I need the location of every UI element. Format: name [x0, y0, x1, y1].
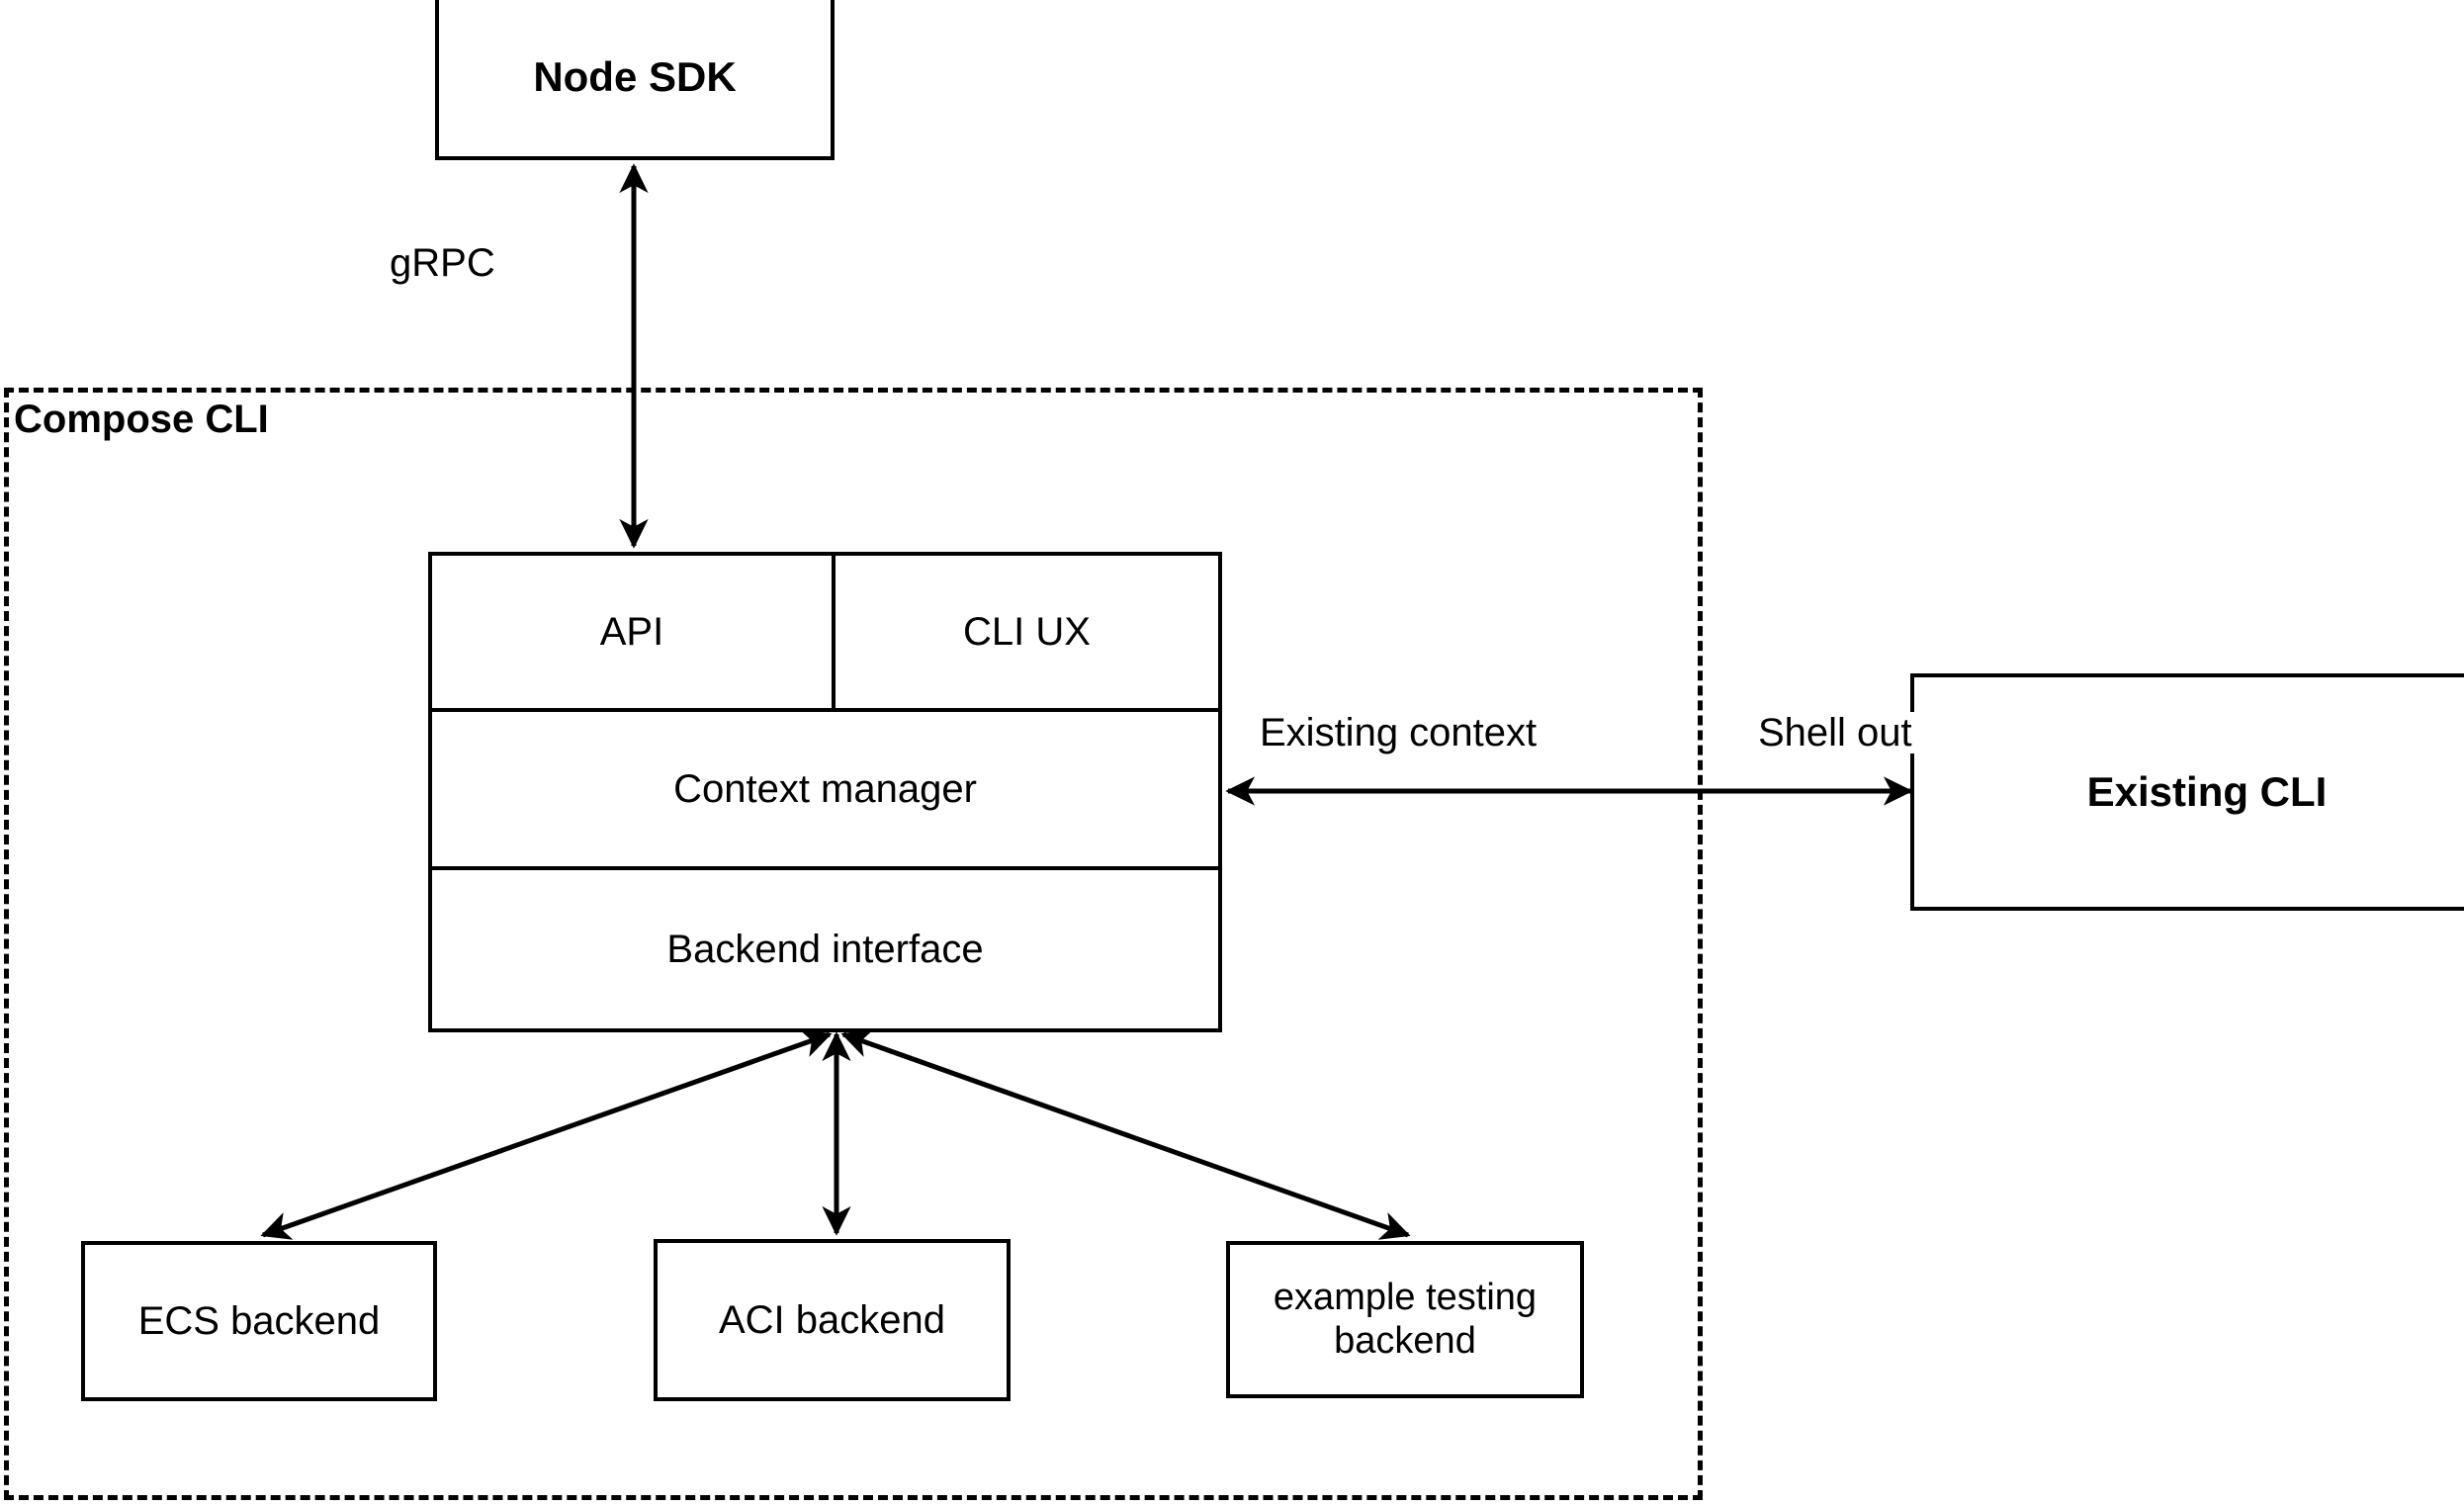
edge-backend-example [840, 1029, 1411, 1240]
ecs-backend-label: ECS backend [137, 1299, 381, 1343]
backend-interface-cell[interactable]: Backend interface [432, 870, 1218, 1028]
existing-cli-box[interactable]: Existing CLI [1910, 673, 2464, 911]
aci-backend-box[interactable]: ACI backend [654, 1239, 1011, 1401]
context-manager-cell[interactable]: Context manager [432, 712, 1218, 870]
stack-row-top: API CLI UX [432, 556, 1218, 712]
aci-backend-label: ACI backend [718, 1298, 946, 1342]
node-sdk-box[interactable]: Node SDK [435, 0, 835, 160]
ecs-backend-box[interactable]: ECS backend [81, 1241, 437, 1401]
node-sdk-label: Node SDK [533, 52, 737, 100]
context-manager-label: Context manager [673, 766, 977, 811]
compose-cli-stack: API CLI UX Context manager Backend inter… [428, 552, 1222, 1032]
api-cell[interactable]: API [432, 556, 836, 708]
edge-backend-ecs [260, 1029, 833, 1240]
edge-label-shell-out: Shell out [1752, 712, 1918, 754]
existing-cli-label: Existing CLI [2086, 767, 2328, 815]
edge-label-existing-context: Existing context [1254, 712, 1543, 754]
example-testing-backend-box[interactable]: example testing backend [1226, 1241, 1584, 1398]
compose-cli-group-label: Compose CLI [12, 398, 271, 441]
cli-ux-cell[interactable]: CLI UX [836, 556, 1218, 708]
edge-label-grpc: gRPC [384, 242, 501, 284]
api-label: API [599, 609, 664, 654]
cli-ux-label: CLI UX [963, 609, 1091, 654]
example-testing-backend-label: example testing backend [1273, 1276, 1538, 1362]
backend-interface-label: Backend interface [666, 927, 984, 971]
